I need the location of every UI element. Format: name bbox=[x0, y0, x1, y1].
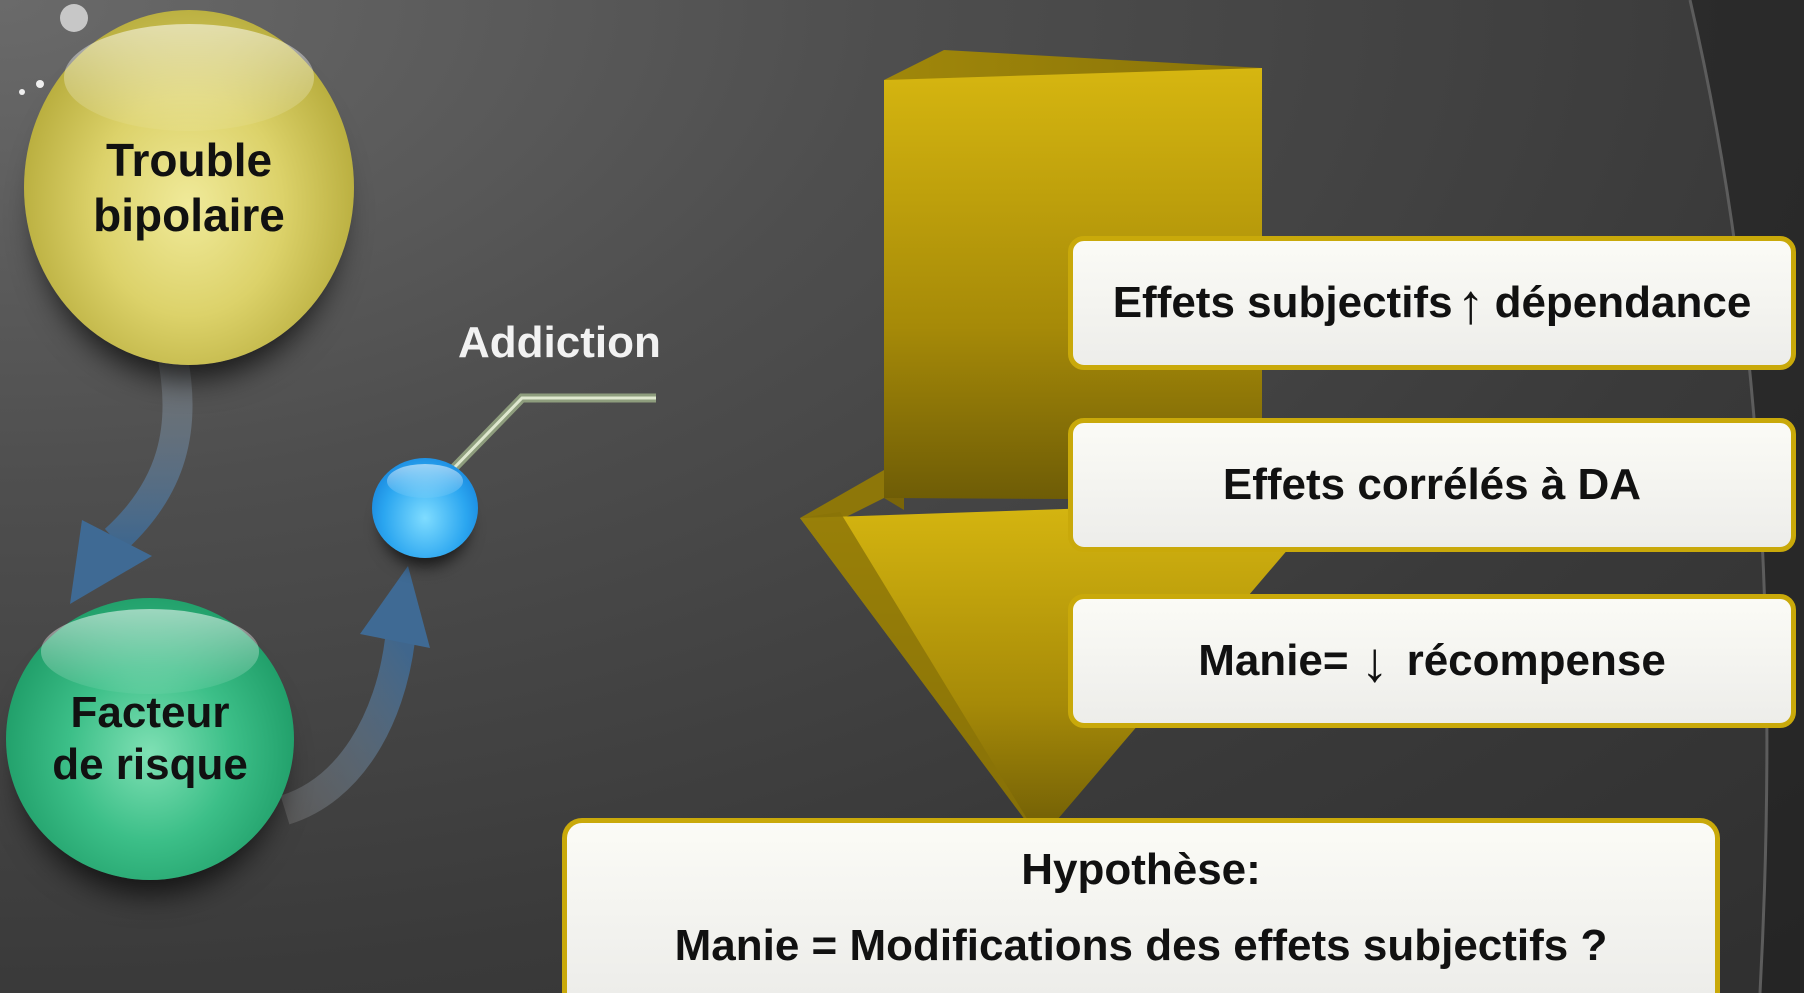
curved-arrow-trouble-to-facteur bbox=[70, 341, 193, 604]
node-trouble-bipolaire: Trouble bipolaire bbox=[24, 10, 354, 365]
node-facteur-de-risque: Facteur de risque bbox=[6, 598, 294, 880]
box-effets-subjectifs: Effets subjectifs ↑ dépendance bbox=[1068, 236, 1796, 370]
box2-text: Effets corrélés à DA bbox=[1222, 460, 1642, 509]
node-trouble-label: Trouble bipolaire bbox=[93, 134, 285, 241]
hypothesis-text: Manie = Modifications des effets subject… bbox=[674, 921, 1608, 970]
sphere-gloss bbox=[386, 464, 464, 498]
corner-flare bbox=[19, 4, 88, 95]
sphere-gloss bbox=[63, 24, 315, 131]
sphere-gloss bbox=[40, 609, 260, 694]
box3-text-left: Manie= bbox=[1198, 636, 1349, 685]
node-addiction-sphere bbox=[372, 458, 478, 558]
box-manie-recompense: Manie= ↓ récompense bbox=[1068, 594, 1796, 728]
box1-text-left: Effets subjectifs bbox=[1112, 278, 1453, 327]
up-arrow-icon: ↑ bbox=[1456, 271, 1485, 335]
hypothesis-title: Hypothèse: bbox=[1021, 845, 1261, 894]
box-effets-correles: Effets corrélés à DA bbox=[1068, 418, 1796, 552]
down-arrow-icon: ↓ bbox=[1360, 629, 1389, 693]
box3-text-right: récompense bbox=[1406, 636, 1666, 685]
curved-arrow-facteur-to-addiction bbox=[280, 566, 430, 825]
node-addiction-label: Addiction bbox=[458, 318, 661, 367]
box1-text-right: dépendance bbox=[1494, 278, 1752, 327]
node-facteur-label: Facteur de risque bbox=[52, 688, 248, 789]
addiction-leader-line bbox=[448, 393, 656, 474]
box-hypothese: Hypothèse: Manie = Modifications des eff… bbox=[562, 818, 1720, 993]
